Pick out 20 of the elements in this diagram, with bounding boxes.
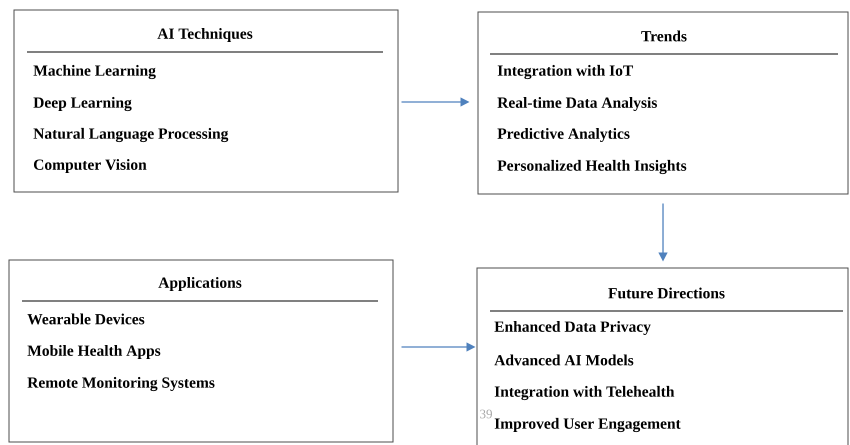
- box-heading: Applications: [158, 276, 242, 292]
- box-heading: AI Techniques: [157, 28, 252, 42]
- list-item: Integration with IoT: [498, 64, 634, 80]
- list-item: Predictive Analytics: [497, 128, 630, 142]
- list-item: Computer Vision: [34, 158, 146, 174]
- list-item: Mobile Health Apps: [27, 344, 160, 360]
- list-item: Remote Monitoring Systems: [27, 376, 214, 392]
- box-heading: Future Directions: [608, 288, 725, 298]
- list-item: Integration with Telehealth: [494, 386, 674, 400]
- list-item: Enhanced Data Privacy: [494, 320, 651, 336]
- box-heading: Trends: [641, 30, 687, 42]
- list-item: Wearable Devices: [27, 314, 144, 324]
- list-item: Real-time Data Analysis: [497, 96, 657, 112]
- list-item: Machine Learning: [33, 64, 156, 80]
- page-number: 39: [480, 410, 492, 418]
- list-item: Personalized Health Insights: [497, 160, 686, 174]
- list-item: Deep Learning: [33, 96, 132, 112]
- list-item: Improved User Engagement: [494, 418, 681, 432]
- list-item: Advanced AI Models: [494, 354, 634, 366]
- list-item: Natural Language Processing: [34, 128, 228, 142]
